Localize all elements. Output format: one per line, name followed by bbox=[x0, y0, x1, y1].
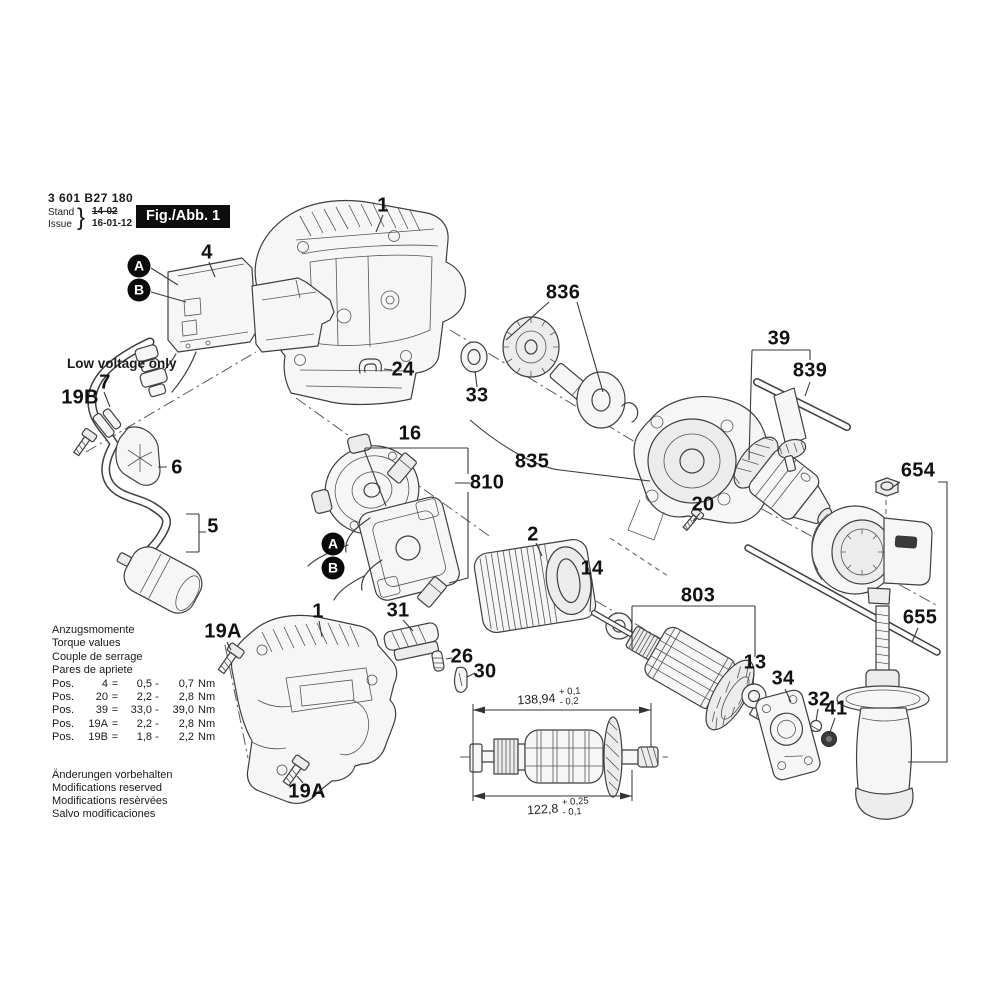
footer-note-line: Modifications resèrvées bbox=[52, 795, 168, 807]
part-label-31: 31 bbox=[386, 599, 410, 622]
part-label-835: 835 bbox=[514, 450, 550, 473]
issue-label: Issue bbox=[48, 219, 72, 230]
callout-a: A bbox=[321, 532, 345, 556]
part-module-4 bbox=[151, 257, 335, 393]
part-label-839: 839 bbox=[792, 359, 828, 382]
callout-b: B bbox=[321, 556, 345, 580]
part-label-20: 20 bbox=[691, 493, 715, 516]
part-label-32: 32 bbox=[807, 688, 831, 711]
part-screw-20 bbox=[682, 507, 705, 531]
armature-dimension-drawing bbox=[460, 703, 668, 801]
part-chuck bbox=[733, 436, 833, 525]
part-label-6: 6 bbox=[171, 456, 183, 479]
dimension-tolerance: + 0,1 - 0,2 bbox=[558, 685, 581, 708]
part-lever-30 bbox=[453, 666, 468, 693]
part-label-13: 13 bbox=[743, 651, 767, 674]
part-cord-and-plug bbox=[73, 337, 203, 614]
footer-note-line: Modifications reserved bbox=[52, 782, 163, 794]
part-label-19b: 19B bbox=[61, 386, 99, 409]
part-nut-654 bbox=[875, 477, 899, 497]
stand-label: Stand bbox=[48, 207, 75, 218]
part-gear-cover bbox=[811, 505, 933, 605]
part-armature-803 bbox=[591, 610, 775, 731]
part-gear-housing-835 bbox=[627, 396, 784, 541]
part-plate-34 bbox=[755, 689, 821, 781]
part-aux-handle bbox=[836, 605, 930, 820]
dimension-core: 122,8 + 0,25 - 0,1 bbox=[526, 795, 589, 820]
part-label-1: 1 bbox=[377, 194, 389, 217]
part-switch-31 bbox=[383, 622, 440, 661]
part-gear-836 bbox=[502, 316, 639, 429]
part-screw-19b bbox=[73, 427, 98, 457]
part-label-19a: 19A bbox=[288, 780, 326, 803]
dimension-value: 138,94 bbox=[516, 690, 556, 707]
part-label-7: 7 bbox=[99, 371, 111, 394]
part-label-39: 39 bbox=[767, 327, 791, 350]
part-motor-housing-bottom bbox=[230, 614, 398, 804]
part-label-1: 1 bbox=[312, 600, 324, 623]
dimension-overall: 138,94 + 0,1 - 0,2 bbox=[516, 685, 582, 710]
part-nut-41 bbox=[821, 731, 837, 747]
part-label-836: 836 bbox=[545, 281, 581, 304]
part-chuck-key-839 bbox=[753, 378, 851, 472]
part-label-803: 803 bbox=[680, 584, 716, 607]
torque-title: Couple de serrage bbox=[52, 650, 143, 663]
part-label-24: 24 bbox=[391, 358, 415, 381]
part-label-5: 5 bbox=[207, 515, 219, 538]
part-label-19a: 19A bbox=[204, 620, 242, 643]
part-label-30: 30 bbox=[473, 660, 497, 683]
part-label-26: 26 bbox=[450, 645, 474, 668]
part-label-810: 810 bbox=[469, 471, 505, 494]
type-number: 3 601 B27 180 bbox=[48, 191, 134, 205]
low-voltage-note: Low voltage only bbox=[67, 356, 177, 371]
footer-note-line: Salvo modificaciones bbox=[52, 808, 156, 820]
part-label-654: 654 bbox=[900, 459, 936, 482]
part-label-14: 14 bbox=[580, 557, 604, 580]
part-screw-19a-bottom bbox=[282, 754, 310, 787]
callout-a: A bbox=[127, 254, 151, 278]
part-label-16: 16 bbox=[398, 422, 422, 445]
callout-b: B bbox=[127, 278, 151, 302]
torque-title: Anzugsmomente bbox=[52, 624, 135, 636]
torque-title: Pares de apriete bbox=[52, 664, 133, 677]
part-clip-24 bbox=[358, 358, 382, 374]
part-plug-5 bbox=[116, 546, 203, 614]
part-brush-holder-810 bbox=[307, 452, 460, 608]
part-label-2: 2 bbox=[527, 523, 539, 546]
brace-glyph: } bbox=[77, 204, 86, 231]
footer-note-line: Änderungen vorbehalten bbox=[52, 769, 173, 781]
part-motor-housing-top bbox=[254, 199, 467, 406]
part-label-34: 34 bbox=[771, 667, 795, 690]
stand-value: 14-02 bbox=[92, 206, 118, 217]
part-label-4: 4 bbox=[201, 241, 213, 264]
part-field-coil-2 bbox=[473, 538, 597, 634]
dimension-tolerance: + 0,25 - 0,1 bbox=[561, 795, 589, 818]
part-clamp-7 bbox=[92, 408, 122, 438]
leader-lines bbox=[103, 214, 948, 784]
part-spring-26 bbox=[431, 650, 445, 672]
figure-label: Fig./Abb. 1 bbox=[136, 205, 231, 228]
part-bearing-33 bbox=[460, 341, 488, 373]
part-label-41: 41 bbox=[824, 697, 848, 720]
part-rod-655 bbox=[744, 544, 941, 656]
issue-value: 16-01-12 bbox=[92, 218, 133, 229]
part-label-655: 655 bbox=[902, 606, 938, 629]
dimension-value: 122,8 bbox=[526, 800, 559, 817]
part-label-33: 33 bbox=[465, 384, 489, 407]
torque-title: Torque values bbox=[52, 637, 121, 650]
